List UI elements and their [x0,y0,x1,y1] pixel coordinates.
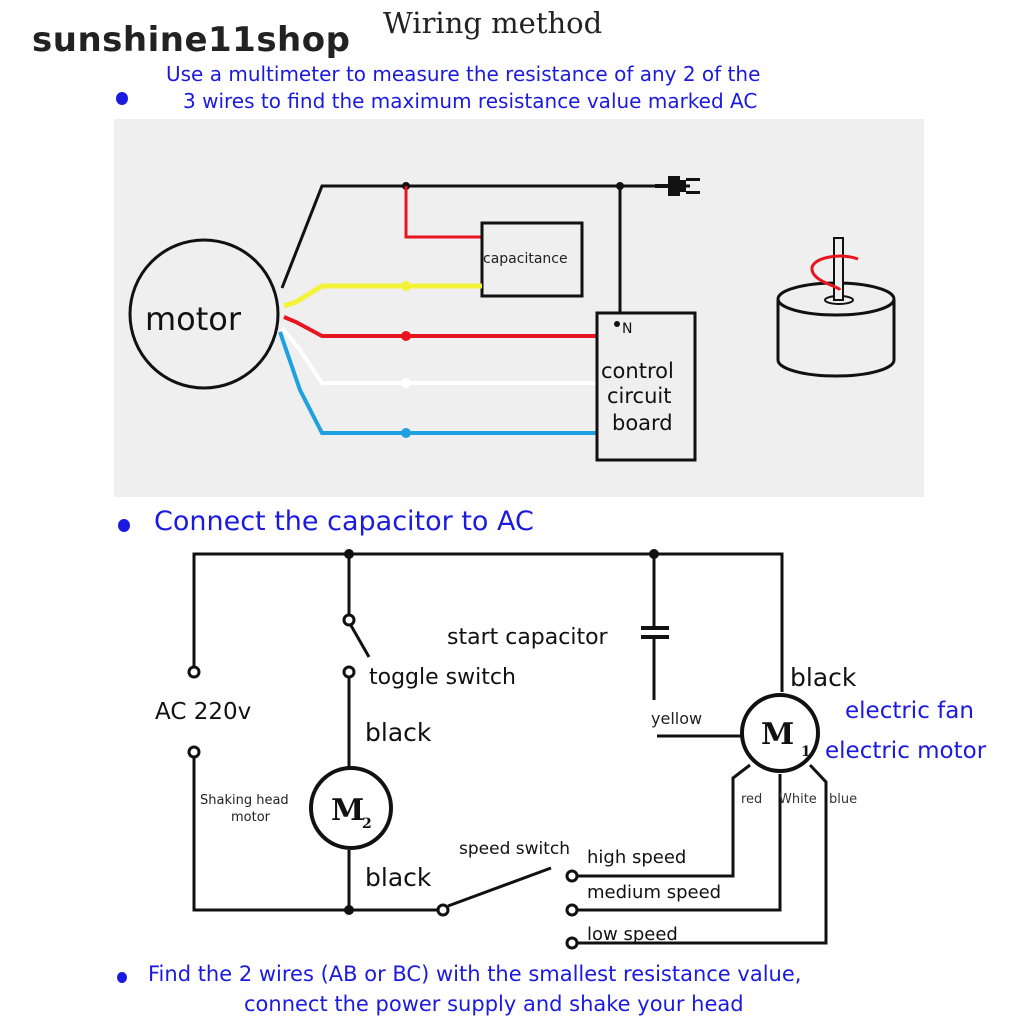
yellow-wire-label: yellow [651,709,702,728]
low-speed-terminal [565,936,579,950]
m1-motor-circle [740,693,820,773]
m1-label: M [761,717,794,752]
blue-wire-label: blue [829,792,857,807]
bottom-bus-wire [192,755,440,912]
step1-line2: 3 wires to find the maximum resistance v… [183,89,758,113]
blue-wire [576,763,828,945]
ac-voltage-label: AC 220v [155,699,251,725]
black-wire-label-m1: black [790,663,857,692]
step3-line2: connect the power supply and shake your … [244,992,744,1016]
capacitance-box [480,221,584,298]
white-wire [280,326,597,385]
high-speed-terminal [565,869,579,883]
start-capacitor-label: start capacitor [447,625,609,650]
high-speed-label: high speed [587,847,686,868]
m2-motor-circle [309,766,393,850]
m2-subscript: 2 [362,816,372,832]
speed-switch-label: speed switch [459,839,570,859]
step3-line1: Find the 2 wires (AB or BC) with the sma… [148,962,802,986]
neutral-label: N [622,321,632,337]
speed-switch-arm [447,866,552,908]
plug-icon [655,176,700,196]
toggle-terminal-top [342,613,356,627]
control-label-2: circuit [607,384,671,408]
neutral-terminal [614,321,620,327]
ac-terminal-top [187,665,201,679]
medium-speed-label: medium speed [587,882,721,903]
blue-wire [278,331,597,435]
toggle-switch-arm [347,621,371,658]
motor-circle [128,238,280,390]
junction-dot [401,281,411,291]
shaking-head-label-1: Shaking head [200,793,289,808]
capacitor-plate [641,635,669,639]
m2-label: M [331,793,364,828]
red-wire-cap [404,186,482,239]
junction-dot [401,331,411,341]
white-wire [576,774,782,912]
bullet-icon [118,519,130,532]
speed-switch-pivot [436,903,450,917]
red-wire-label: red [741,792,762,807]
black-wire-label-top: black [365,718,432,747]
junction-dot [344,549,354,559]
step1-line1: Use a multimeter to measure the resistan… [166,62,761,86]
black-wire-label-bottom: black [365,863,432,892]
electric-fan-label: electric fan [845,698,974,724]
bullet-icon [117,972,127,983]
junction-dot [401,378,411,388]
red-wire [283,315,597,338]
white-wire-label: White [779,792,817,807]
bullet-icon [116,92,128,105]
motor-label: motor [145,300,242,338]
medium-speed-terminal [565,903,579,917]
top-bus-wire [192,552,784,692]
electric-motor-label: electric motor [825,738,987,764]
low-speed-label: low speed [587,924,678,945]
junction-dot [649,549,659,559]
toggle-terminal-bottom [342,665,356,679]
m1-subscript: 1 [801,744,811,760]
ac-terminal-bottom [187,745,201,759]
shaking-head-label-2: motor [231,810,271,825]
page-title: Wiring method [383,6,603,40]
control-board-box [595,311,697,462]
black-wire [280,184,690,289]
capacitance-label: capacitance [483,251,568,267]
capacitor-plate [641,626,669,630]
red-wire [576,763,751,878]
junction-dot [401,428,411,438]
junction-dot [344,905,354,915]
step2-heading: Connect the capacitor to AC [154,506,534,537]
control-label-3: board [612,411,673,435]
motor-rotation-icon [776,237,896,378]
toggle-switch-label: toggle switch [369,665,516,690]
shop-watermark: sunshine11shop [32,20,351,60]
control-label-1: control [601,359,674,383]
